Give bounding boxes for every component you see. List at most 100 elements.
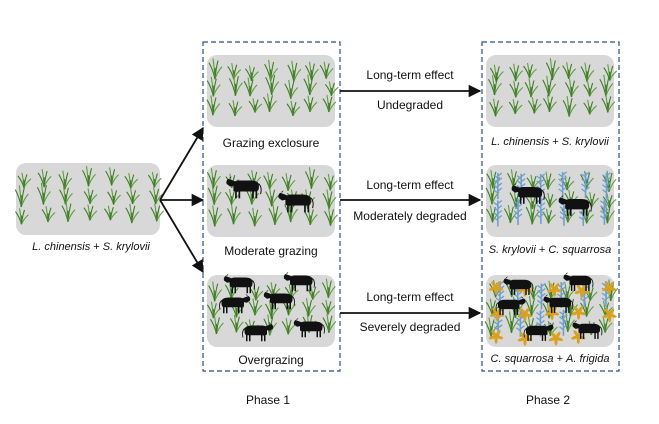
cattle-icon — [495, 296, 526, 315]
grass-icon — [248, 98, 263, 113]
panel-grazing-exclosure — [206, 55, 339, 127]
grass-icon — [287, 60, 302, 82]
arrow-to-exclosure — [159, 126, 204, 201]
grass-icon — [508, 99, 523, 115]
blue-plant-icon — [600, 198, 609, 225]
grass-icon — [527, 97, 542, 114]
grass-icon — [303, 74, 318, 96]
grass-icon — [37, 169, 52, 188]
grass-icon — [319, 61, 334, 79]
orange-plant-icon — [488, 330, 504, 344]
grass-icon — [83, 204, 98, 221]
grass-icon — [228, 73, 243, 96]
scenario-label-exclosure: Grazing exclosure — [222, 136, 320, 150]
blue-plant-icon — [602, 172, 611, 199]
grass-icon — [583, 81, 598, 97]
grass-icon — [564, 78, 579, 98]
status-label-1: Undegraded — [376, 98, 444, 112]
grass-icon — [484, 317, 499, 337]
blue-plant-icon — [493, 172, 503, 200]
orange-plant-icon — [602, 308, 617, 323]
grass-icon — [562, 62, 577, 79]
grass-icon — [486, 169, 501, 189]
grass-icon — [61, 201, 76, 222]
blue-plant-icon — [558, 171, 568, 199]
grass-icon — [209, 315, 224, 335]
status-label-3: Severely degraded — [359, 320, 461, 334]
grass-icon — [503, 204, 518, 224]
grass-icon — [17, 172, 32, 189]
grass-icon — [322, 95, 337, 113]
grass-icon — [323, 173, 338, 191]
grass-icon — [583, 99, 598, 115]
grass-icon — [244, 65, 259, 81]
cattle-icon — [283, 271, 315, 292]
outcome-caption-1: L. chinensis + S. krylovii — [491, 136, 609, 148]
blue-plant-icon — [513, 198, 523, 225]
grass-icon — [304, 167, 319, 189]
grass-icon — [208, 281, 223, 302]
scenario-label-moderate: Moderate grazing — [224, 244, 318, 258]
grass-icon — [505, 311, 519, 334]
grass-icon — [284, 79, 299, 99]
cattle-icon — [263, 289, 295, 310]
grass-icon — [248, 298, 263, 316]
orange-plant-icon — [548, 331, 564, 346]
grass-icon — [227, 204, 241, 225]
source-panel — [14, 163, 165, 235]
cattle-icon — [278, 190, 314, 213]
grass-icon — [107, 188, 121, 205]
grass-icon — [542, 208, 556, 224]
scenario-label-overgrazing: Overgrazing — [238, 353, 304, 367]
grass-icon — [126, 188, 140, 205]
grass-icon — [228, 100, 243, 117]
grass-icon — [302, 298, 316, 317]
phase2-title: Phase 2 — [525, 393, 571, 407]
grass-icon — [125, 203, 140, 224]
grass-icon — [603, 64, 618, 81]
cattle-icon — [503, 276, 534, 295]
orange-plant-icon — [571, 305, 586, 320]
grass-icon — [103, 205, 118, 221]
grass-icon — [14, 185, 29, 208]
orange-plant-icon — [489, 307, 505, 322]
blue-plant-icon — [493, 199, 503, 227]
grass-icon — [248, 207, 263, 227]
grass-icon — [265, 187, 280, 207]
grass-icon — [488, 75, 502, 96]
grass-icon — [562, 95, 577, 117]
cattle-icon — [523, 322, 554, 341]
blue-plant-icon — [581, 171, 590, 199]
grass-icon — [601, 94, 616, 113]
phase2-group-box — [481, 41, 620, 372]
status-label-2: Moderately degraded — [353, 209, 467, 223]
grass-icon — [543, 95, 557, 113]
phase1-title: Phase 1 — [245, 393, 291, 407]
orange-plant-icon — [517, 307, 532, 322]
grass-icon — [286, 100, 301, 117]
panel-outcome-severe — [484, 272, 619, 347]
cattle-icon — [558, 195, 592, 216]
cattle-icon — [223, 273, 255, 294]
grass-icon — [322, 313, 337, 333]
effect-label-2: Long-term effect — [366, 178, 454, 192]
grass-icon — [281, 173, 296, 191]
panel-moderate-grazing — [206, 165, 338, 237]
phase1-group-box — [202, 41, 341, 372]
blue-plant-icon — [537, 282, 546, 310]
blue-plant-icon — [559, 309, 568, 336]
effect-label-3: Long-term effect — [366, 290, 454, 304]
grass-icon — [263, 93, 277, 112]
grass-icon — [324, 207, 338, 226]
cattle-icon — [226, 176, 262, 199]
grass-icon — [147, 171, 162, 188]
grass-icon — [324, 81, 339, 96]
arrow-to-overgrazing — [159, 199, 204, 274]
cattle-icon — [572, 320, 603, 339]
grass-icon — [281, 318, 296, 335]
grass-icon — [15, 208, 29, 225]
grass-icon — [208, 58, 223, 80]
grass-icon — [36, 182, 51, 205]
grass-icon — [485, 183, 500, 205]
